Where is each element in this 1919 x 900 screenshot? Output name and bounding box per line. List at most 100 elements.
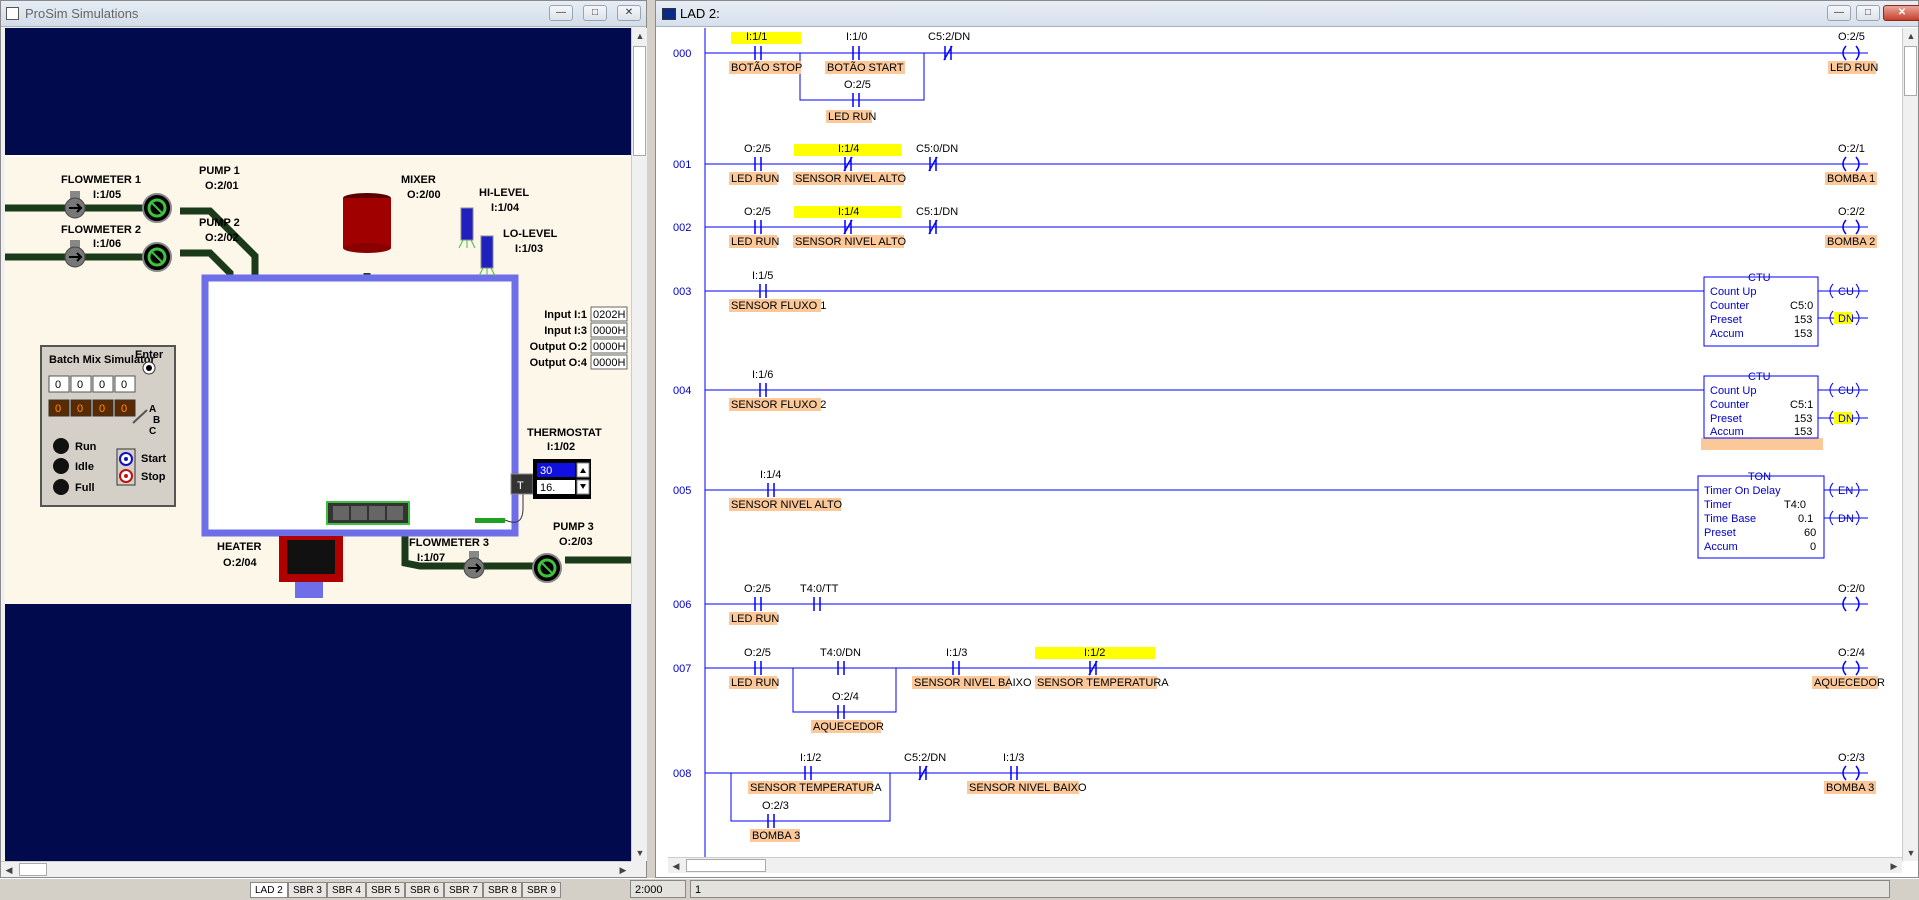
tab-sbr-9[interactable]: SBR 9 bbox=[522, 882, 561, 898]
start-label: Start bbox=[141, 453, 166, 465]
ctu1-counter-label: Counter bbox=[1710, 399, 1749, 411]
lad-scroll-down-icon[interactable]: ▼ bbox=[1906, 848, 1916, 858]
lo-level-addr: I:1/03 bbox=[515, 243, 543, 255]
scroll-up-icon[interactable]: ▲ bbox=[635, 31, 645, 41]
sim-vertical-scrollbar[interactable]: ▲ ▼ bbox=[631, 28, 647, 861]
scroll-left-icon[interactable]: ◀ bbox=[5, 865, 13, 875]
pump-2-icon[interactable] bbox=[142, 242, 172, 272]
ctu1-counter: C5:1 bbox=[1790, 399, 1813, 411]
start-button[interactable] bbox=[119, 452, 133, 466]
rung-000-number[interactable]: 000 bbox=[673, 48, 691, 60]
ctu0-counter: C5:0 bbox=[1790, 300, 1813, 312]
lad-scroll-up-icon[interactable]: ▲ bbox=[1906, 31, 1916, 41]
ctu0-accum-label: Accum bbox=[1710, 328, 1744, 340]
rung-003-number[interactable]: 003 bbox=[673, 286, 691, 298]
pump-3-icon[interactable] bbox=[532, 553, 562, 583]
stop-button[interactable] bbox=[119, 469, 133, 483]
lad-scroll-left-icon[interactable]: ◀ bbox=[672, 861, 680, 871]
thermo-setpoint[interactable]: 30 bbox=[540, 465, 552, 477]
thermo-up-arrow-icon[interactable] bbox=[576, 462, 590, 478]
enter-button[interactable] bbox=[142, 361, 156, 375]
sim-horizontal-scrollbar[interactable]: ◀ ▶ bbox=[1, 861, 631, 877]
r7-out-addr: O:2/4 bbox=[1838, 647, 1865, 659]
hscroll-thumb[interactable] bbox=[19, 863, 47, 876]
io-output4-label: Output O:4 bbox=[530, 357, 588, 369]
flowmeter-3-addr: I:1/07 bbox=[417, 552, 445, 564]
abc-selector-icon[interactable] bbox=[132, 409, 148, 424]
pump-1-addr: O:2/01 bbox=[205, 180, 239, 192]
tab-sbr-8[interactable]: SBR 8 bbox=[483, 882, 522, 898]
batch-b: B bbox=[153, 415, 160, 426]
window-title: ProSim Simulations bbox=[25, 6, 139, 21]
contacts[interactable] bbox=[754, 45, 1098, 828]
r1-out-addr: O:2/1 bbox=[1838, 143, 1865, 155]
lad-hscroll-thumb[interactable] bbox=[686, 859, 766, 872]
pump-1-icon[interactable] bbox=[142, 193, 172, 223]
lo-level-sensor-icon bbox=[478, 235, 496, 277]
lad-maximize-button[interactable]: □ bbox=[1856, 5, 1880, 21]
lad-close-button[interactable]: ✕ bbox=[1883, 5, 1919, 21]
ctu-box-c5-1[interactable]: CTU Count Up Counter C5:1 Preset 153 Acc… bbox=[1703, 371, 1819, 439]
rung-008-number[interactable]: 008 bbox=[673, 768, 691, 780]
ctu0-preset: 153 bbox=[1794, 314, 1812, 326]
tab-sbr-6[interactable]: SBR 6 bbox=[405, 882, 444, 898]
r2-c1-addr: O:2/5 bbox=[744, 206, 771, 218]
rung-001-number[interactable]: 001 bbox=[673, 159, 691, 171]
ton-en: EN bbox=[1838, 485, 1853, 497]
batch-mix-panel: Batch Mix Simulator 0 0 0 0 0 0 0 0 En bbox=[40, 345, 176, 507]
batch-a: A bbox=[149, 404, 156, 415]
lad-minimize-button[interactable]: — bbox=[1827, 5, 1851, 21]
lad-icon bbox=[662, 8, 676, 20]
ton-box-t4-0[interactable]: TON Timer On Delay Timer T4:0 Time Base … bbox=[1697, 471, 1825, 559]
rung-position: 2:000 bbox=[630, 880, 686, 898]
ctu1-accum-label: Accum bbox=[1710, 426, 1744, 438]
tab-lad-2[interactable]: LAD 2 bbox=[250, 882, 288, 898]
ctu-box-c5-0[interactable]: CTU Count Up Counter C5:0 Preset 153 Acc… bbox=[1703, 272, 1819, 347]
lad-scroll-right-icon[interactable]: ▶ bbox=[1890, 861, 1898, 871]
minimize-button[interactable]: — bbox=[549, 5, 573, 21]
flowmeter-1-label: FLOWMETER 1 bbox=[61, 174, 141, 186]
ctu1-cu: CU bbox=[1838, 385, 1854, 397]
pump-3-label: PUMP 3 bbox=[553, 521, 594, 533]
ton-accum-label: Accum bbox=[1704, 541, 1738, 553]
ctu1-accum: 153 bbox=[1794, 426, 1812, 438]
tab-sbr-3[interactable]: SBR 3 bbox=[288, 882, 327, 898]
r8-c1-addr: I:1/2 bbox=[800, 752, 821, 764]
lad-horizontal-scrollbar[interactable]: ◀ ▶ bbox=[668, 857, 1902, 873]
pump-2-addr: O:2/02 bbox=[205, 232, 239, 244]
rung-007-number[interactable]: 007 bbox=[673, 663, 691, 675]
rung-002-number[interactable]: 002 bbox=[673, 222, 691, 234]
io-output2-label: Output O:2 bbox=[530, 341, 587, 353]
ton-tb: 0.1 bbox=[1798, 513, 1813, 525]
tab-sbr-4[interactable]: SBR 4 bbox=[327, 882, 366, 898]
rung-004-number[interactable]: 004 bbox=[673, 385, 691, 397]
lo-level-label: LO-LEVEL bbox=[503, 228, 558, 240]
maximize-button[interactable]: □ bbox=[583, 5, 607, 21]
output-coils[interactable] bbox=[1842, 45, 1860, 781]
r7-c4-tag: SENSOR TEMPERATURA bbox=[1037, 677, 1169, 689]
tab-sbr-7[interactable]: SBR 7 bbox=[444, 882, 483, 898]
scroll-down-icon[interactable]: ▼ bbox=[635, 848, 645, 858]
pump-1-label: PUMP 1 bbox=[199, 165, 240, 177]
close-button[interactable]: ✕ bbox=[617, 5, 641, 21]
ton-timer-label: Timer bbox=[1704, 499, 1732, 511]
scroll-right-icon[interactable]: ▶ bbox=[619, 865, 627, 875]
flowmeter-3-icon bbox=[463, 551, 485, 579]
ton-preset-label: Preset bbox=[1704, 527, 1736, 539]
batch-thumbwheels[interactable] bbox=[48, 375, 136, 393]
scroll-thumb[interactable] bbox=[633, 46, 646, 156]
lad-scroll-thumb[interactable] bbox=[1904, 46, 1917, 96]
thermo-down-arrow-icon[interactable] bbox=[576, 479, 590, 495]
tank bbox=[201, 274, 519, 537]
ton-name: Timer On Delay bbox=[1704, 485, 1781, 497]
io-output4-value: 0000H bbox=[593, 357, 625, 369]
mixer-label: MIXER bbox=[401, 174, 436, 186]
r1-out-tag: BOMBA 1 bbox=[1827, 173, 1875, 185]
status-field: 1 bbox=[690, 880, 1890, 898]
batch-count-4: 0 bbox=[121, 403, 127, 415]
rung-005-number[interactable]: 005 bbox=[673, 485, 691, 497]
rung-006-number[interactable]: 006 bbox=[673, 599, 691, 611]
lad-vertical-scrollbar[interactable]: ▲ ▼ bbox=[1902, 28, 1918, 861]
ctu0-counter-label: Counter bbox=[1710, 300, 1749, 312]
tab-sbr-5[interactable]: SBR 5 bbox=[366, 882, 405, 898]
